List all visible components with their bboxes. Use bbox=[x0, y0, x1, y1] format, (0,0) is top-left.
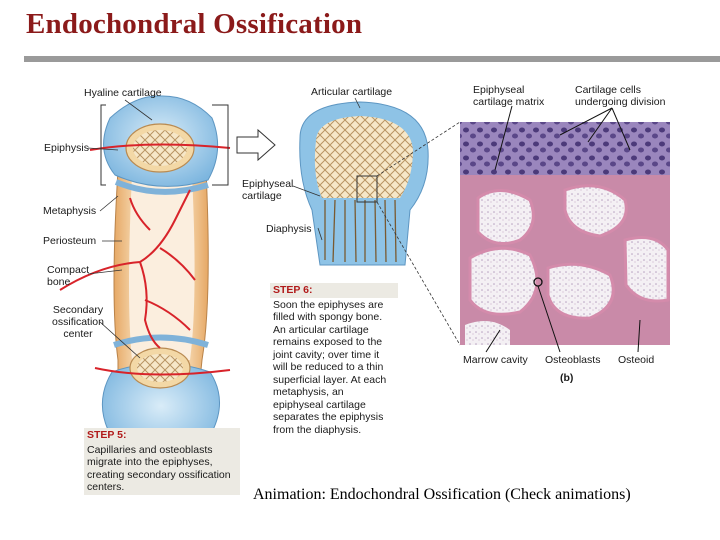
label-periosteum: Periosteum bbox=[43, 235, 97, 247]
leader-lines-middle bbox=[292, 97, 461, 346]
label-epiphyseal-cartilage-matrix: Epiphyseal cartilage matrix bbox=[473, 84, 545, 108]
label-secondary-ossification-center: Secondary ossification center bbox=[52, 304, 104, 340]
blood-vessels bbox=[59, 143, 231, 376]
label-marrow-cavity: Marrow cavity bbox=[463, 354, 528, 366]
label-compact-bone: Compact bone bbox=[47, 264, 90, 288]
step6-heading: STEP 6: bbox=[270, 283, 398, 298]
leader-lines-histology bbox=[485, 105, 641, 353]
label-diaphysis: Diaphysis bbox=[266, 223, 312, 235]
page-title: Endochondral Ossification bbox=[26, 8, 363, 40]
label-cartilage-cells-dividing: Cartilage cells undergoing division bbox=[575, 84, 666, 108]
step6-box: STEP 6: Soon the epiphyses are filled wi… bbox=[270, 283, 398, 437]
label-osteoblasts: Osteoblasts bbox=[545, 354, 601, 366]
step5-text: Capillaries and osteoblasts migrate into… bbox=[84, 442, 240, 495]
title-divider bbox=[24, 56, 720, 62]
label-articular-cartilage: Articular cartilage bbox=[311, 86, 393, 98]
label-hyaline-cartilage: Hyaline cartilage bbox=[84, 87, 162, 99]
histology-micrograph bbox=[460, 122, 670, 345]
step5-heading: STEP 5: bbox=[84, 428, 240, 443]
label-osteoid: Osteoid bbox=[618, 354, 655, 366]
step5-box: STEP 5: Capillaries and osteoblasts migr… bbox=[84, 428, 240, 495]
label-metaphysis: Metaphysis bbox=[43, 205, 97, 217]
epiphysis-closeup bbox=[299, 101, 429, 266]
label-panel-b: (b) bbox=[560, 372, 574, 384]
leader-lines-left bbox=[87, 99, 153, 359]
label-epiphysis: Epiphysis bbox=[44, 142, 89, 154]
animation-caption[interactable]: Animation: Endochondral Ossification (Ch… bbox=[253, 486, 631, 503]
label-epiphyseal-cartilage: Epiphyseal cartilage bbox=[242, 178, 294, 202]
step6-text: Soon the epiphyses are filled with spong… bbox=[273, 298, 387, 436]
